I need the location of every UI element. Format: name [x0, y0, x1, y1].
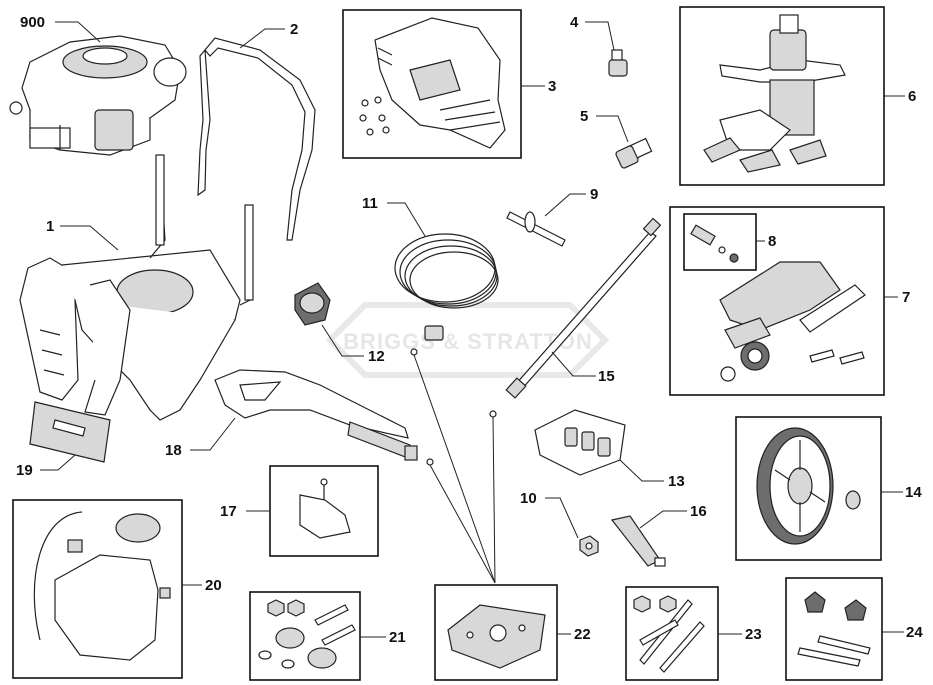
part-23-bolts: [633, 595, 705, 673]
part-17-gun-piece: [299, 478, 351, 539]
part-16-strap: [610, 515, 666, 567]
part-3-bracket: [359, 17, 506, 149]
part-4-fitting: [608, 49, 628, 77]
callout-13: 13: [668, 473, 685, 490]
part-20-tank: [33, 511, 171, 661]
part-11-hose: [394, 233, 499, 356]
part-14-wheel: [756, 427, 861, 545]
callout-9: 9: [590, 186, 598, 203]
leader-lines: [40, 21, 905, 638]
part-6-pump: [703, 14, 846, 173]
part-15-lance: [489, 217, 662, 418]
callout-5: 5: [580, 108, 588, 125]
part-24-knobs: [797, 591, 871, 667]
part-18-gun: [214, 369, 434, 466]
callout-16: 16: [690, 503, 707, 520]
box-part-14: [735, 416, 882, 561]
callout-22: 22: [574, 626, 591, 643]
callout-18: 18: [165, 442, 182, 459]
callout-21: 21: [389, 629, 406, 646]
callout-7: 7: [902, 289, 910, 306]
part-9-pin: [506, 211, 566, 247]
callout-19: 19: [16, 462, 33, 479]
part-10-nut: [579, 535, 599, 557]
callout-23: 23: [745, 626, 762, 643]
callout-6: 6: [908, 88, 916, 105]
callout-15: 15: [598, 368, 615, 385]
callout-24: 24: [906, 624, 923, 641]
box-part-7: [669, 206, 885, 396]
callout-17: 17: [220, 503, 237, 520]
part-19-plate: [29, 401, 111, 463]
callout-900: 900: [20, 14, 45, 31]
part-21-hardware: [258, 599, 356, 669]
part-12-nozzle: [294, 282, 331, 326]
box-part-3: [342, 9, 522, 159]
part-7-valve: [719, 261, 866, 382]
callout-4: 4: [570, 14, 579, 31]
callout-2: 2: [290, 21, 298, 38]
callout-11: 11: [362, 195, 378, 212]
part-13-bag: [534, 409, 626, 476]
callout-3: 3: [548, 78, 556, 95]
box-part-22: [434, 584, 558, 681]
callout-20: 20: [205, 577, 222, 594]
box-part-20: [12, 499, 183, 679]
part-900-engine: [9, 35, 187, 156]
callout-14: 14: [905, 484, 922, 501]
callout-labels: 900 1 2 3 4 5 6 7 8 9 10 11 12 13 14 15 …: [16, 14, 923, 646]
box-part-24: [785, 577, 883, 681]
part-22-plate: [447, 604, 546, 669]
callout-1: 1: [46, 218, 54, 235]
box-part-21: [249, 591, 361, 681]
part-2-handle: [197, 37, 316, 241]
callout-10: 10: [520, 490, 537, 507]
callout-8: 8: [768, 233, 776, 250]
part-5-fitting: [615, 137, 653, 169]
part-1-frame: [19, 154, 254, 421]
box-part-8: [683, 213, 757, 271]
part-8-valve-parts: [690, 224, 739, 263]
callout-12: 12: [368, 348, 385, 365]
